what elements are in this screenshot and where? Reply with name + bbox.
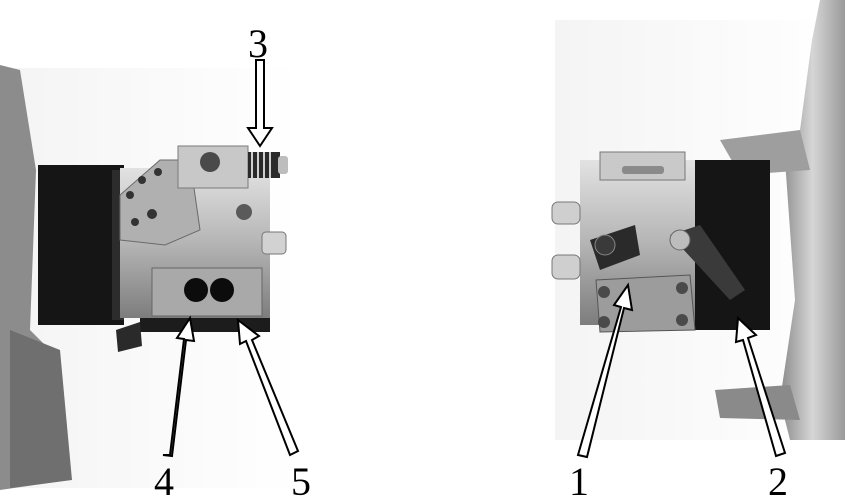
lever-hole [154, 168, 162, 176]
callout-arrow-1 [576, 282, 634, 459]
callout-label-4: 4 [154, 459, 174, 502]
cover-screw [598, 316, 610, 328]
callout-label-1: 1 [569, 459, 589, 502]
engine-housing-lower [10, 330, 72, 488]
cover-screw [676, 282, 688, 294]
fuel-fitting-left [261, 231, 287, 255]
callout-label-2: 2 [768, 459, 788, 502]
lever-hole [126, 191, 134, 199]
adjustment-screw-L [184, 278, 208, 302]
callout-arrow-2 [734, 315, 787, 458]
left-photo [0, 65, 300, 490]
engine-casting-right [780, 0, 845, 440]
block-bore [200, 152, 220, 172]
top-slot [622, 166, 664, 174]
side-screw-bottom [551, 254, 581, 280]
lever-hole [138, 176, 146, 184]
callout-arrow-4 [162, 315, 196, 458]
throttle-pivot-screw [669, 229, 691, 251]
choke-tab [116, 322, 142, 352]
callout-arrow-3 [246, 59, 274, 148]
adjustment-screw-H [210, 278, 234, 302]
lever-hole [131, 218, 139, 226]
right-photo [551, 0, 845, 440]
lever-hole [147, 209, 157, 219]
callout-label-5: 5 [291, 459, 311, 502]
engine-foot [715, 385, 800, 420]
body-screw [236, 204, 252, 220]
cover-screw [676, 314, 688, 326]
lever-pivot [594, 234, 616, 256]
side-screw-top [551, 201, 581, 225]
cover-screw [598, 286, 610, 298]
idle-screw-spring [248, 152, 288, 178]
callout-label-3: 3 [248, 21, 268, 66]
black-band-left [38, 165, 124, 325]
callout-arrow-5 [236, 317, 300, 457]
